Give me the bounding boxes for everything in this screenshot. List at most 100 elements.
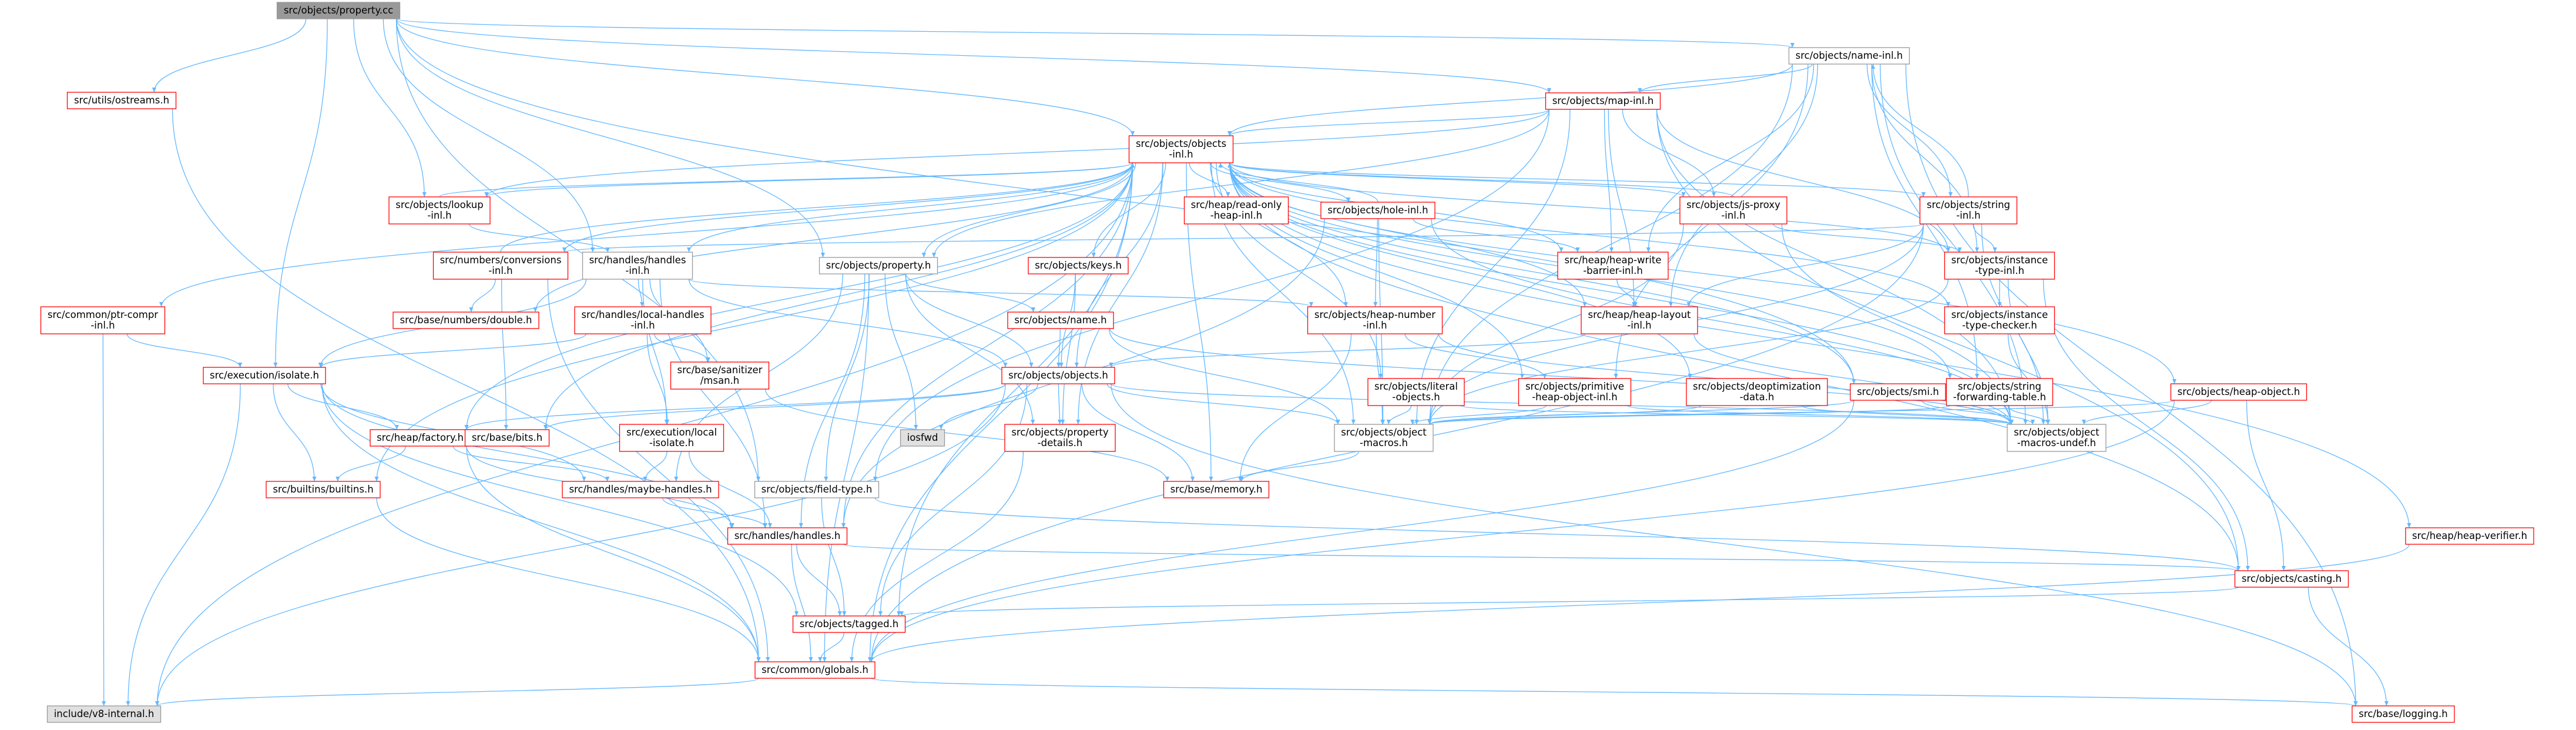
node-jsproxy[interactable]: src/objects/js-proxy-inl.h	[1679, 196, 1787, 225]
edge-stringin-to-heaplayout	[1686, 223, 1924, 307]
node-heaplayout[interactable]: src/heap/heap-layout-inl.h	[1581, 306, 1698, 334]
edge-objectsin-to-readonly	[1189, 162, 1230, 197]
edge-namea-to-macros	[1108, 328, 1340, 425]
node-execlocal[interactable]: src/execution/local-isolate.h	[619, 424, 724, 452]
node-v8internal[interactable]: include/v8-internal.h	[46, 705, 162, 723]
node-logging[interactable]: src/base/logging.h	[2352, 705, 2455, 723]
edge-smi-to-undef	[1921, 400, 2035, 425]
node-keys[interactable]: src/objects/keys.h	[1028, 257, 1129, 274]
edge-isolate-to-handlesh	[321, 383, 734, 528]
node-label-ptrcompr: -inl.h	[90, 320, 115, 331]
edge-namein-to-stringin	[1866, 63, 1953, 197]
node-label-deopt: src/objects/deoptimization	[1693, 381, 1821, 392]
node-numdouble[interactable]: src/base/numbers/double.h	[393, 312, 539, 329]
node-literal[interactable]: src/objects/literal-objects.h	[1367, 378, 1465, 406]
edge-globals-to-logging	[871, 678, 2357, 706]
node-readonly[interactable]: src/heap/read-only-heap-inl.h	[1183, 196, 1289, 225]
edge-mapin-to-objectsin	[1227, 109, 1550, 136]
node-isolate[interactable]: src/execution/isolate.h	[203, 367, 326, 384]
node-checker[interactable]: src/objects/instance-type-checker.h	[1944, 306, 2055, 334]
node-label-deopt: -data.h	[1740, 391, 1775, 403]
node-label-root: src/objects/property.cc	[284, 5, 393, 16]
node-label-jsproxy: src/objects/js-proxy	[1686, 199, 1780, 210]
node-bits[interactable]: src/base/bits.h	[464, 429, 550, 447]
node-lookupin[interactable]: src/objects/lookup-inl.h	[388, 196, 491, 225]
node-label-numconv: src/numbers/conversions	[440, 255, 562, 266]
node-label-builtins: src/builtins/builtins.h	[273, 484, 373, 495]
node-propdetails[interactable]: src/objects/property-details.h	[1004, 424, 1116, 452]
edge-objectsin-to-ptrcompr	[159, 162, 1133, 307]
node-fieldtype[interactable]: src/objects/field-type.h	[754, 481, 880, 498]
node-propertyh[interactable]: src/objects/property.h	[819, 257, 938, 274]
node-insttypein[interactable]: src/objects/instance-type-inl.h	[1944, 252, 2055, 280]
node-deopt[interactable]: src/objects/deoptimization-data.h	[1686, 378, 1828, 406]
node-namein[interactable]: src/objects/name-inl.h	[1788, 47, 1910, 65]
edge-localhandles-to-msan	[654, 333, 710, 363]
node-globals[interactable]: src/common/globals.h	[754, 661, 876, 679]
edge-heapobject-to-casting	[2246, 400, 2286, 571]
node-tagged[interactable]: src/objects/tagged.h	[792, 615, 906, 633]
node-maybehandles[interactable]: src/handles/maybe-handles.h	[562, 481, 719, 498]
node-heapobject[interactable]: src/objects/heap-object.h	[2170, 383, 2307, 401]
node-handlesin[interactable]: src/handles/handles-inl.h	[582, 252, 693, 280]
node-objectsin[interactable]: src/objects/objects-inl.h	[1128, 135, 1234, 163]
node-holein[interactable]: src/objects/hole-inl.h	[1320, 202, 1435, 219]
edge-writebarrier-to-heaplayout	[1616, 279, 1638, 307]
node-verifier[interactable]: src/heap/heap-verifier.h	[2405, 527, 2534, 545]
edge-isolate-to-globals	[321, 383, 761, 662]
node-iosfwd[interactable]: iosfwd	[900, 429, 945, 447]
node-handlesh[interactable]: src/handles/handles.h	[727, 527, 848, 545]
node-label-numdouble: src/base/numbers/double.h	[400, 314, 532, 326]
node-label-execlocal: src/execution/local	[626, 427, 717, 438]
node-label-localhandles: src/handles/local-handles	[581, 309, 704, 320]
node-label-ptrcompr: src/common/ptr-compr	[48, 309, 158, 320]
node-label-msan: /msan.h	[700, 375, 740, 386]
edge-heaplayout-to-objectsh	[1109, 333, 1585, 368]
node-fwdtable[interactable]: src/objects/string-forwarding-table.h	[1946, 378, 2054, 406]
node-namea[interactable]: src/objects/name.h	[1007, 312, 1114, 329]
node-label-namein: src/objects/name-inl.h	[1796, 50, 1903, 61]
edge-objectsh-to-bits	[544, 383, 1006, 430]
node-mapin[interactable]: src/objects/map-inl.h	[1545, 92, 1661, 110]
node-smi[interactable]: src/objects/smi.h	[1850, 383, 1946, 401]
node-memory[interactable]: src/base/memory.h	[1163, 481, 1270, 498]
node-box-propertyh	[819, 257, 938, 274]
edge-handlesin-to-objectsh	[688, 279, 1008, 368]
node-macros[interactable]: src/objects/object-macros.h	[1334, 424, 1434, 452]
edge-lookupin-to-objectsin	[439, 162, 1135, 197]
node-label-readonly: -heap-inl.h	[1210, 210, 1262, 221]
node-label-msan: src/base/sanitizer	[677, 364, 763, 376]
edge-objectsin-to-factory	[464, 162, 1133, 430]
edge-objectsh-to-v8internal	[155, 383, 1006, 706]
node-builtins[interactable]: src/builtins/builtins.h	[266, 481, 381, 498]
node-ostreams[interactable]: src/utils/ostreams.h	[66, 92, 177, 109]
node-factory[interactable]: src/heap/factory.h	[370, 429, 471, 447]
node-root[interactable]: src/objects/property.cc	[276, 2, 401, 19]
node-writebarrier[interactable]: src/heap/heap-write-barrier-inl.h	[1557, 252, 1669, 280]
node-box-factory	[370, 429, 471, 447]
edge-insttypein-to-casting	[2042, 279, 2250, 571]
node-box-heapnumber	[1307, 306, 1443, 334]
edge-isolate-to-factory	[287, 383, 399, 430]
node-ptrcompr[interactable]: src/common/ptr-compr-inl.h	[40, 306, 166, 334]
node-box-objectsh	[1001, 367, 1115, 384]
node-box-holein	[1320, 202, 1435, 219]
node-undef[interactable]: src/objects/object-macros-undef.h	[2007, 424, 2107, 452]
edge-objectsin-to-bits	[543, 162, 1133, 430]
edge-stringin-to-insttypein	[1973, 223, 1997, 253]
node-numconv[interactable]: src/numbers/conversions-inl.h	[432, 252, 569, 280]
node-label-numconv: -inl.h	[488, 265, 512, 276]
node-label-undef: src/objects/object	[2014, 427, 2099, 438]
node-msan[interactable]: src/base/sanitizer/msan.h	[670, 361, 770, 390]
edge-numconv-to-numdouble	[469, 279, 496, 313]
node-box-msan	[670, 361, 770, 390]
edge-mapin-to-fieldtype	[873, 109, 1550, 482]
node-heapnumber[interactable]: src/objects/heap-number-inl.h	[1307, 306, 1443, 334]
node-primitive[interactable]: src/objects/primitive-heap-object-inl.h	[1518, 378, 1632, 406]
node-label-primitive: -heap-object-inl.h	[1532, 391, 1618, 403]
node-objectsh[interactable]: src/objects/objects.h	[1001, 367, 1115, 384]
node-localhandles[interactable]: src/handles/local-handles-inl.h	[574, 306, 712, 334]
node-stringin[interactable]: src/objects/string-inl.h	[1919, 196, 2018, 225]
node-casting[interactable]: src/objects/casting.h	[2234, 570, 2349, 588]
